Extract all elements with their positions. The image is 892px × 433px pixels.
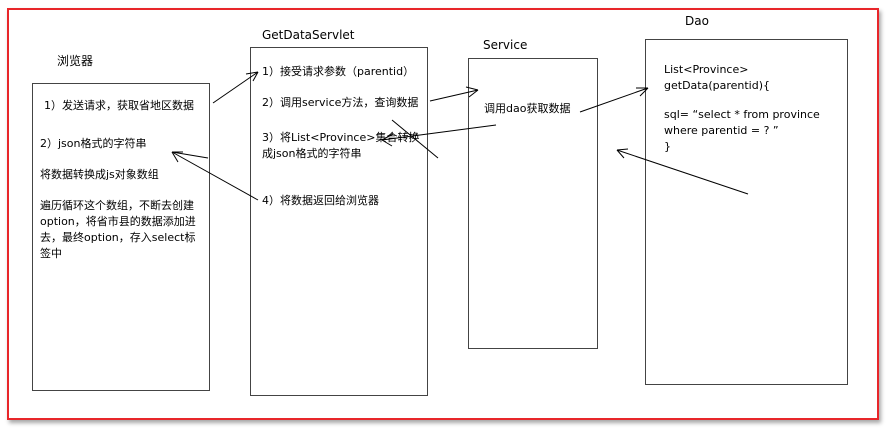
browser-step-2: 2）json格式的字符串 [40, 137, 147, 150]
servlet-box [250, 47, 428, 396]
service-title: Service [483, 38, 528, 52]
dao-sql-statement: sql= “select * from province where paren… [664, 108, 820, 137]
browser-convert-note: 将数据转换成js对象数组 [40, 168, 159, 181]
dao-box [645, 39, 848, 385]
servlet-step-4: 4）将数据返回给浏览器 [262, 194, 379, 207]
dao-method-end: } [664, 140, 671, 153]
service-box [468, 58, 598, 349]
browser-box [32, 83, 210, 391]
servlet-step-3: 3）将List<Province>集合转换成json格式的字符串 [262, 131, 420, 160]
outer-frame [7, 8, 879, 420]
servlet-step-2: 2）调用service方法，查询数据 [262, 96, 419, 109]
browser-title: 浏览器 [57, 54, 94, 68]
dao-method-signature: List<Province> getData(parentid){ [664, 63, 771, 92]
service-step: 调用dao获取数据 [484, 102, 571, 115]
dao-title: Dao [685, 14, 709, 28]
browser-loop-note: 遍历循环这个数组，不断去创建option，将省市县的数据添加进去，最终optio… [40, 199, 196, 260]
servlet-title: GetDataServlet [262, 28, 355, 42]
servlet-step-1: 1）接受请求参数（parentid） [262, 65, 415, 78]
browser-step-1: 1）发送请求，获取省地区数据 [44, 99, 194, 112]
